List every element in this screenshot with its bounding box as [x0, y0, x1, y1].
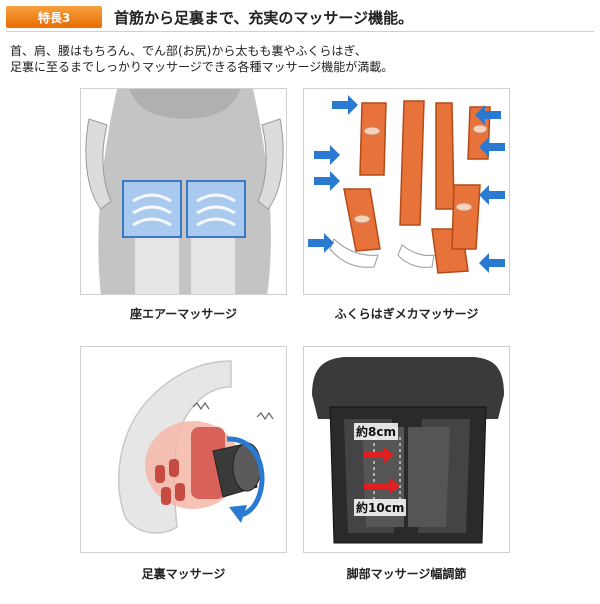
header-divider [6, 31, 594, 32]
sole-roller-illustration [81, 347, 286, 552]
caption-sole-massage: 足裏マッサージ [141, 567, 226, 581]
caption-leg-width-adjust: 脚部マッサージ幅調節 [346, 567, 467, 581]
sole-massage-image [80, 346, 287, 553]
feature-badge: 特長3 [6, 6, 102, 28]
calf-mecha-massage-image [303, 88, 510, 295]
seat-air-massage-image [80, 88, 287, 295]
calf-rollers-illustration [304, 89, 509, 294]
description-line-1: 首、肩、腰はもちろん、でん部(お尻)から太もも裏やふくらはぎ、 [10, 44, 367, 58]
description-line-2: 足裏に至るまでしっかりマッサージできる各種マッサージ機能が満載。 [10, 60, 394, 74]
leg-width-adjust-image: 約8cm 約10cm [303, 346, 510, 553]
leg-rest-illustration [304, 347, 509, 552]
width-label-10cm: 約10cm [354, 499, 407, 516]
caption-seat-air-massage: 座エアーマッサージ [129, 307, 238, 321]
seat-air-illustration [81, 89, 286, 294]
section-header: 特長3 首筋から足裏まで、充実のマッサージ機能。 [0, 0, 600, 32]
width-label-8cm: 約8cm [354, 423, 398, 440]
caption-calf-mecha-massage: ふくらはぎメカマッサージ [334, 307, 479, 321]
section-title: 首筋から足裏まで、充実のマッサージ機能。 [114, 9, 414, 27]
section-description: 首、肩、腰はもちろん、でん部(お尻)から太もも裏やふくらはぎ、 足裏に至るまでし… [10, 43, 393, 75]
